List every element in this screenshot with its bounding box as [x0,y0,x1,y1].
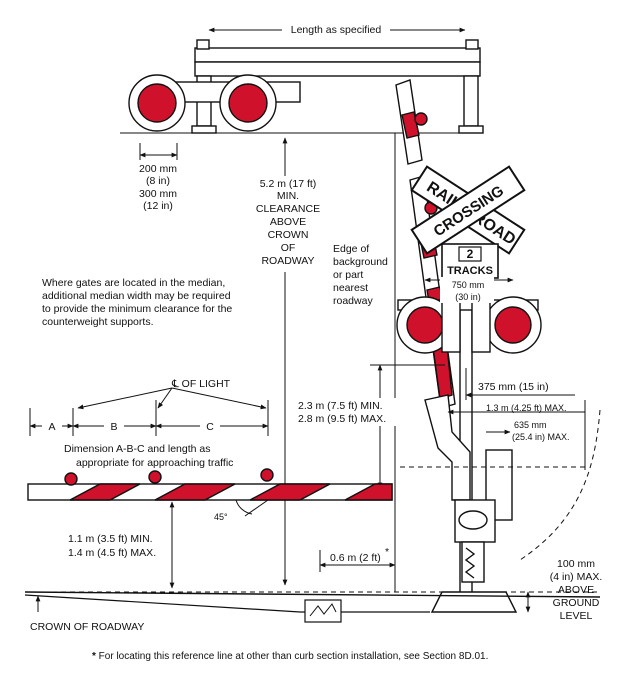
depth-in: (25.4 in) MAX. [512,432,570,442]
svg-text:2: 2 [467,247,474,261]
svg-text:additional median width may be: additional median width may be required [42,290,231,302]
arm-height-max: 1.4 m (4.5 ft) MAX. [68,547,156,559]
svg-text:roadway: roadway [333,295,373,307]
svg-text:ROADWAY: ROADWAY [261,255,314,267]
svg-text:ABOVE: ABOVE [558,584,594,596]
svg-text:LEVEL: LEVEL [560,610,593,622]
dim-a: A [48,421,55,433]
median-note: Where gates are located in the median, a… [42,277,232,328]
svg-text:CLEARANCE: CLEARANCE [256,203,320,215]
clearance-label: 5.2 m (17 ft) MIN. CLEARANCE ABOVE CROWN… [256,178,320,267]
crown-label: CROWN OF ROADWAY [30,621,144,633]
angle-label: 45° [214,512,228,522]
reference-asterisk: * [385,546,389,558]
svg-text:Where gates are located in the: Where gates are located in the median, [42,277,225,289]
arm-light-1 [64,472,78,486]
svg-text:background: background [333,256,388,268]
tracks-sign: 2 TRACKS [441,243,499,279]
gate-height-max: 2.8 m (9.5 ft) MAX. [298,413,386,425]
lamp-size-3: 300 mm [139,188,177,200]
ground-line [24,591,601,598]
dim-b: B [110,421,117,433]
cantilever-assembly [120,39,484,134]
svg-text:MIN.: MIN. [277,190,299,202]
lamp-size-2: (8 in) [146,175,170,187]
gate-mech-width: 1.3 m (4.25 ft) MAX. [486,403,567,413]
svg-text:CROWN: CROWN [268,229,309,241]
svg-text:to provide the minimum clearan: to provide the minimum clearance for the [42,303,232,315]
lamp-spacing-mm: 750 mm [452,280,485,290]
cl-of-light: ℄ OF LIGHT [171,378,231,390]
lamp-size-4: (12 in) [143,200,173,212]
svg-text:counterweight supports.: counterweight supports. [42,316,153,328]
svg-text:(4 in) MAX.: (4 in) MAX. [550,571,603,583]
arm-height-min: 1.1 m (3.5 ft) MIN. [68,533,153,545]
signal-mast [395,79,542,613]
gate-height-min: 2.3 m (7.5 ft) MIN. [298,400,383,412]
edge-note: Edge of background or part nearest roadw… [333,243,388,307]
dim-c: C [206,421,214,433]
svg-text:nearest: nearest [333,282,368,294]
gate-arm [27,468,393,501]
lamp-spacing-in: (30 in) [455,292,481,302]
svg-text:100 mm: 100 mm [557,558,595,570]
depth-mm: 635 mm [514,420,547,430]
footnote: * For locating this reference line at ot… [92,651,488,662]
svg-text:Edge of: Edge of [333,243,369,255]
svg-text:ABOVE: ABOVE [270,216,306,228]
svg-text:TRACKS: TRACKS [447,265,493,277]
length-label: Length as specified [291,24,382,36]
foundation-note: 100 mm (4 in) MAX. ABOVE GROUND LEVEL [550,558,603,622]
svg-text:GROUND: GROUND [553,597,600,609]
crossbuck-sign: RAIL ROAD CROSSING [410,165,526,255]
mast-offset: 375 mm (15 in) [478,381,549,393]
lamp-size-1: 200 mm [139,163,177,175]
svg-text:OF: OF [281,242,296,254]
svg-text:5.2 m (17 ft): 5.2 m (17 ft) [260,178,317,190]
svg-text:or part: or part [333,269,363,281]
dim-note-1: Dimension A-B-C and length as [64,443,211,455]
dim-note-2: appropriate for approaching traffic [76,457,233,469]
arm-offset: 0.6 m (2 ft) [330,552,381,564]
arm-light-3 [260,468,274,482]
arm-light-2 [148,470,162,484]
